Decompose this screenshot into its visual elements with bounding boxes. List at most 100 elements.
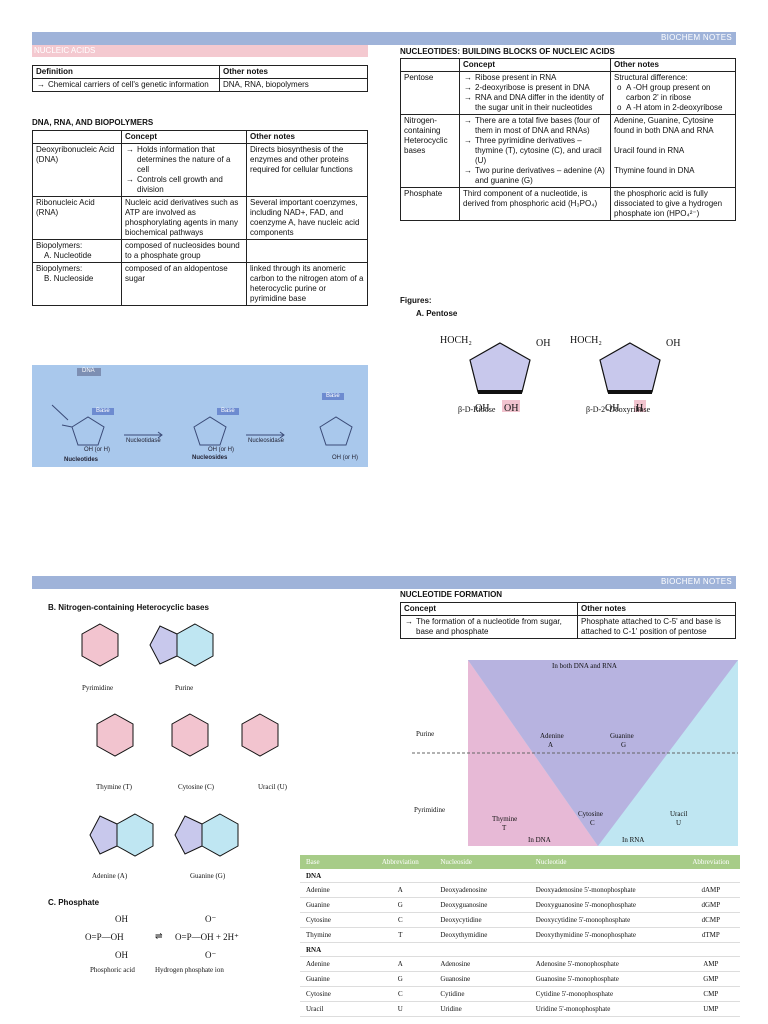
svg-text:O=P—OH + 2H⁺: O=P—OH + 2H⁺	[175, 932, 239, 942]
section-title: NUCLEIC ACIDS	[34, 46, 96, 55]
ribose-label: β-D-Ribose	[458, 405, 496, 414]
table-cell: T	[398, 931, 403, 939]
table-cell: GMP	[703, 975, 719, 983]
venn-shapes	[412, 660, 738, 846]
header-tag: BIOCHEM NOTES	[660, 33, 732, 42]
svg-text:HOCH₂: HOCH₂	[570, 335, 602, 346]
svg-text:O⁻: O⁻	[205, 950, 216, 960]
table-row: Adenine A Adenosine Adenosine 5'-monophosph…	[300, 957, 740, 972]
svg-text:⇌: ⇌	[155, 931, 163, 941]
table-cell: Cytidine	[440, 990, 465, 998]
nucleotides-title: NUCLEOTIDES: BUILDING BLOCKS OF NUCLEIC …	[400, 47, 615, 56]
table-cell: Deoxyadenosine	[440, 886, 487, 894]
table-cell: Deoxyguanosine	[440, 901, 488, 909]
table-row: Nitrogen-containing Heterocyclic bases T…	[400, 114, 736, 188]
nucleotide-table: Base Abbreviation Nucleoside Nucleotide …	[300, 855, 740, 1017]
table-cell: U	[397, 1005, 403, 1013]
svg-text:O⁻: O⁻	[205, 914, 216, 924]
svg-text:OH: OH	[605, 403, 619, 414]
table-cell: Guanosine 5'-monophosphate	[535, 975, 619, 983]
header-band-top: BIOCHEM NOTES	[32, 32, 736, 45]
table-cell: Guanine	[306, 901, 330, 909]
def-header: Definition	[32, 65, 220, 79]
base-venn-figure: In both DNA and RNA Purine Pyrimidine Ad…	[412, 660, 738, 846]
svg-text:OH: OH	[666, 338, 680, 349]
table-cell: G	[397, 975, 403, 983]
pentose-figure: HOCH₂ OH OH OH HOCH₂ OH OH H	[440, 335, 680, 414]
svg-text:OH: OH	[536, 338, 550, 349]
figures-label: Figures:	[400, 296, 432, 305]
table-cell: C	[397, 916, 403, 924]
table-cell: dAMP	[701, 886, 721, 894]
formation-title: NUCLEOTIDE FORMATION	[400, 590, 503, 599]
table-cell: Deoxythymidine	[440, 931, 488, 939]
table-cell: UMP	[703, 1005, 719, 1013]
table-row: Deoxyribonucleic Acid (DNA) Holds inform…	[32, 143, 368, 197]
fig-a-label: A. Pentose	[416, 309, 458, 318]
table-row: Uracil U Uridine Uridine 5'-monophosphate UM…	[300, 1002, 740, 1017]
table-row: Biopolymers:A. Nucleotide composed of nu…	[32, 239, 368, 263]
table-row: Guanine G Deoxyguanosine Deoxyguanosine 5'-…	[300, 898, 740, 913]
table-cell: Thymine	[306, 931, 332, 939]
section-title-bar: NUCLEIC ACIDS	[32, 45, 368, 57]
table-cell: A	[397, 960, 403, 968]
table-cell: CMP	[703, 990, 719, 998]
table-cell: Deoxyadenosine 5'-monophosphate	[535, 886, 636, 894]
notes-header: Other notes	[219, 65, 368, 79]
def-notes-cell: DNA, RNA, biopolymers	[219, 78, 368, 92]
table-cell: Adenine	[306, 886, 330, 894]
phosphate-figure: OH O=P—OH OH ⇌ O⁻ O=P—OH + 2H⁺ O⁻	[85, 914, 239, 960]
svg-text:O=P—OH: O=P—OH	[85, 932, 124, 942]
table-cell: AMP	[703, 960, 719, 968]
svg-text:HOCH₂: HOCH₂	[440, 335, 472, 346]
table-row: Guanine G Guanosine Guanosine 5'-monophosph…	[300, 972, 740, 987]
table-cell: G	[397, 901, 403, 909]
fig-c-label: C. Phosphate	[48, 898, 100, 907]
table-cell: dGMP	[701, 901, 721, 909]
table-cell: Adenosine 5'-monophosphate	[535, 960, 619, 968]
table-cell: Deoxycytidine	[440, 916, 482, 924]
table-cell: Uridine 5'-monophosphate	[535, 1005, 611, 1013]
table-cell: Cytosine	[306, 916, 331, 924]
nucleotide-photo-drawing	[51, 368, 353, 446]
table-cell: A	[397, 886, 403, 894]
fig-b-label: B. Nitrogen-containing Heterocyclic base…	[48, 603, 209, 612]
nucleotide-photo: DNA Base Base Base Nucleotides Nucleosid…	[32, 365, 368, 467]
svg-text:OH: OH	[475, 403, 489, 414]
table-row: Biopolymers:B. Nucleoside composed of an…	[32, 262, 368, 306]
table-row: Pentose Ribose present in RNA2-deoxyribo…	[400, 71, 736, 115]
table-group-label: RNA	[300, 943, 740, 957]
table-cell: Cytosine	[306, 990, 331, 998]
svg-text:OH: OH	[115, 950, 128, 960]
table-cell: Guanosine	[440, 975, 471, 983]
svg-text:OH: OH	[504, 403, 518, 414]
table-cell: Uracil	[306, 1005, 324, 1013]
header-band-bottom: BIOCHEM NOTES	[32, 576, 736, 589]
deoxyribose-label: β-D-2'-Deoxyribose	[586, 405, 651, 414]
table-cell: Adenosine	[440, 960, 471, 968]
svg-text:H: H	[636, 403, 643, 414]
table-row: Ribonucleic Acid (RNA) Nucleic acid deri…	[32, 196, 368, 240]
table-group-label: DNA	[300, 869, 740, 883]
table-cell: Uridine	[440, 1005, 462, 1013]
table-cell: C	[397, 990, 403, 998]
table-cell: dCMP	[701, 916, 720, 924]
def-cell: Chemical carriers of cell's genetic info…	[37, 80, 216, 90]
table-row: Cytosine C Cytidine Cytidine 5'-monophospha…	[300, 987, 740, 1002]
table-row: Phosphate Third component of a nucleotid…	[400, 187, 736, 221]
table-cell: Deoxyguanosine 5'-monophosphate	[535, 901, 637, 909]
table-cell: Cytidine 5'-monophosphate	[535, 990, 614, 998]
table-cell: Guanine	[306, 975, 330, 983]
sub-title: DNA, RNA, AND BIOPOLYMERS	[32, 118, 154, 127]
table-cell: Adenine	[306, 960, 330, 968]
table-row: Adenine A Deoxyadenosine Deoxyadenosine 5'-…	[300, 883, 740, 898]
svg-text:OH: OH	[115, 914, 128, 924]
table-cell: dTMP	[701, 931, 720, 939]
bases-figure	[81, 623, 279, 857]
